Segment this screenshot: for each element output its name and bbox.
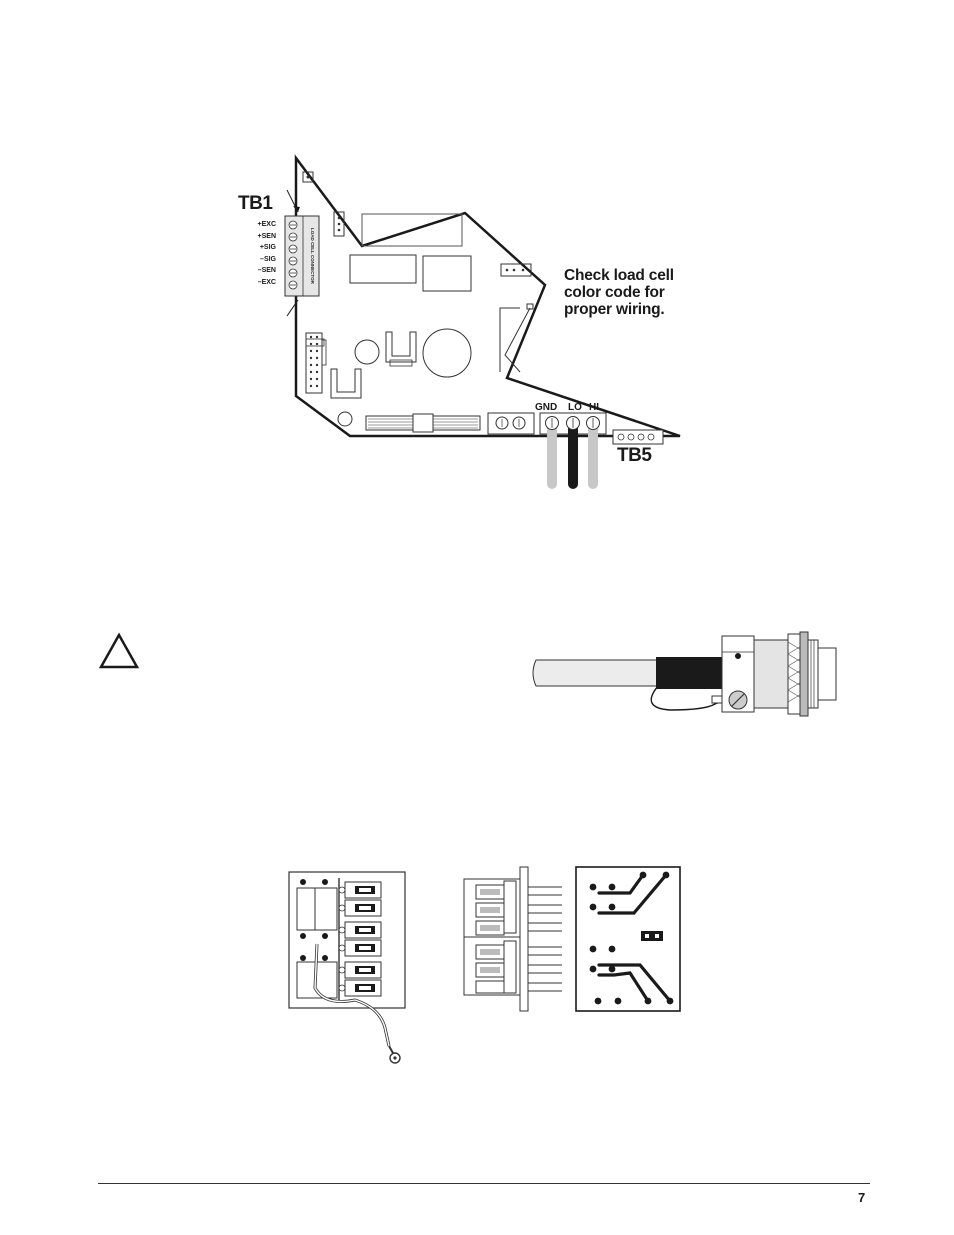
board-drawing: LOAD CELL CONNECTOR bbox=[284, 154, 681, 489]
callout-line: color code for bbox=[564, 284, 665, 301]
callout-line: proper wiring. bbox=[564, 301, 665, 318]
pcb-connector-figure bbox=[463, 866, 681, 1012]
pin-label: –SIG bbox=[260, 255, 276, 263]
pin-label: +SIG bbox=[259, 244, 276, 251]
page-number: 7 bbox=[858, 1190, 866, 1205]
connector-text: LOAD CELL CONNECTOR bbox=[310, 228, 315, 285]
pin-label: +EXC bbox=[257, 221, 276, 228]
tb1-pin-labels: +EXC +SEN +SIG –SIG –SEN –EXC bbox=[246, 219, 276, 288]
terminal-module-figure bbox=[288, 871, 406, 1064]
wiring-callout: Check load cell color code for proper wi… bbox=[564, 267, 674, 318]
footer-rule bbox=[98, 1183, 870, 1184]
tb1-label: TB1 bbox=[238, 193, 273, 214]
terminal-label-lo: LO bbox=[568, 402, 582, 413]
terminal-label-gnd: GND bbox=[535, 402, 558, 413]
cable-connector-figure bbox=[532, 631, 837, 717]
terminal-label-hi: HI bbox=[589, 402, 599, 413]
board-outline bbox=[294, 154, 681, 438]
pin-label: –EXC bbox=[257, 278, 276, 286]
warning-triangle-icon bbox=[98, 632, 140, 669]
tb5-label: TB5 bbox=[617, 445, 652, 466]
pin-label: –SEN bbox=[257, 267, 276, 274]
callout-line: Check load cell bbox=[564, 267, 674, 284]
board-figure: LOAD CELL CONNECTOR bbox=[0, 0, 954, 520]
pin-label: +SEN bbox=[257, 232, 276, 240]
